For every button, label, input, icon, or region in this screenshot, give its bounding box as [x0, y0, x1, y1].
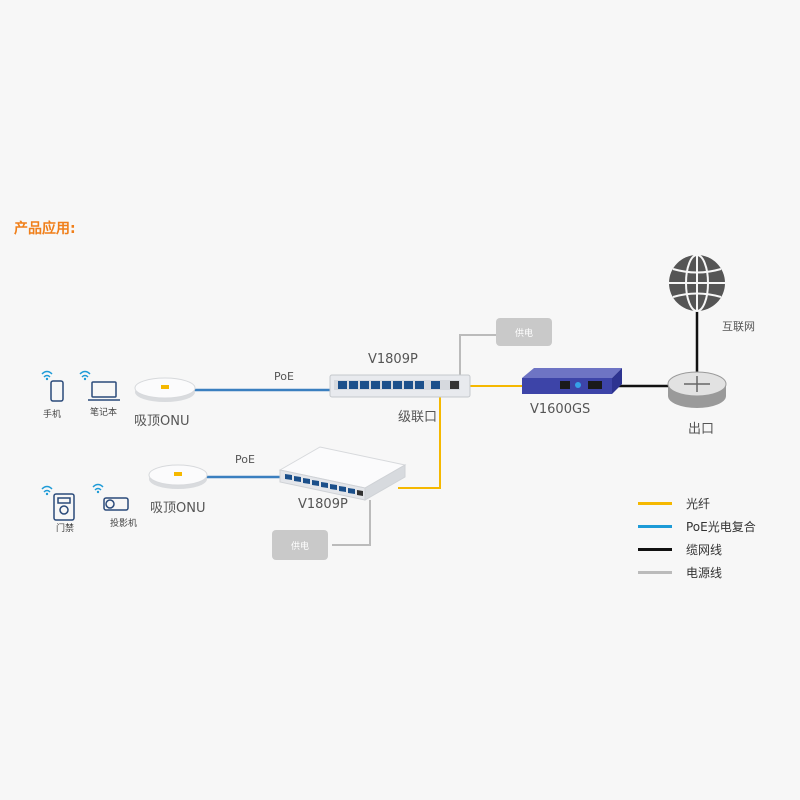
poe-top-label: PoE: [274, 370, 294, 383]
olt-device: [522, 368, 622, 394]
legend-swatch: [638, 524, 672, 528]
exit-label: 出口: [688, 422, 715, 437]
power-line-bottom: [332, 500, 371, 546]
fiber-line-cascade: [398, 392, 441, 489]
power-box-bottom: [272, 530, 328, 560]
onu-bottom-device: [148, 464, 208, 489]
onu-bottom-label: 吸顶ONU: [150, 501, 206, 516]
wifi-icons: [41, 370, 104, 493]
laptop-label: 笔记本: [90, 408, 118, 418]
power-line-top: [459, 334, 496, 385]
legend-fiber: 光纤: [638, 495, 710, 511]
section-title: 产品应用:: [14, 221, 76, 237]
legend-label: 电源线: [686, 565, 723, 580]
internet-globe-icon: [669, 254, 725, 312]
legend-label: 缆网线: [686, 542, 723, 557]
power-bottom-label: 供电: [290, 541, 309, 552]
poe-bottom-label: PoE: [235, 453, 255, 466]
phone-label: 手机: [43, 410, 62, 420]
legend-cable: 缆网线: [638, 541, 722, 557]
onu-top-label: 吸顶ONU: [134, 414, 190, 429]
bottom-switch-device: [278, 446, 407, 501]
top-switch-label: V1809P: [368, 352, 418, 367]
bottom-switch-label: V1809P: [298, 497, 348, 512]
legend-poe: PoE光电复合: [638, 518, 756, 534]
onu-top-device: [134, 377, 196, 402]
olt-label: V1600GS: [530, 402, 591, 417]
door-label: 门禁: [56, 524, 75, 534]
legend-swatch: [638, 547, 672, 551]
legend-label: 光纤: [686, 496, 711, 511]
laptop-icon: [88, 381, 120, 401]
power-box-top: [496, 318, 552, 346]
phone-icon: [50, 380, 64, 402]
power-top-label: 供电: [514, 328, 533, 339]
door-access-icon: [53, 493, 75, 521]
cascade-port-label: 级联口: [398, 410, 438, 425]
projector-label: 投影机: [110, 519, 138, 529]
projector-icon: [103, 497, 129, 511]
internet-label: 互联网: [722, 320, 755, 333]
legend-swatch: [638, 501, 672, 505]
legend-swatch: [638, 570, 672, 574]
top-switch-device: [329, 374, 471, 398]
legend-label: PoE光电复合: [686, 519, 756, 534]
router-icon: [667, 371, 727, 408]
legend-power: 电源线: [638, 564, 722, 580]
